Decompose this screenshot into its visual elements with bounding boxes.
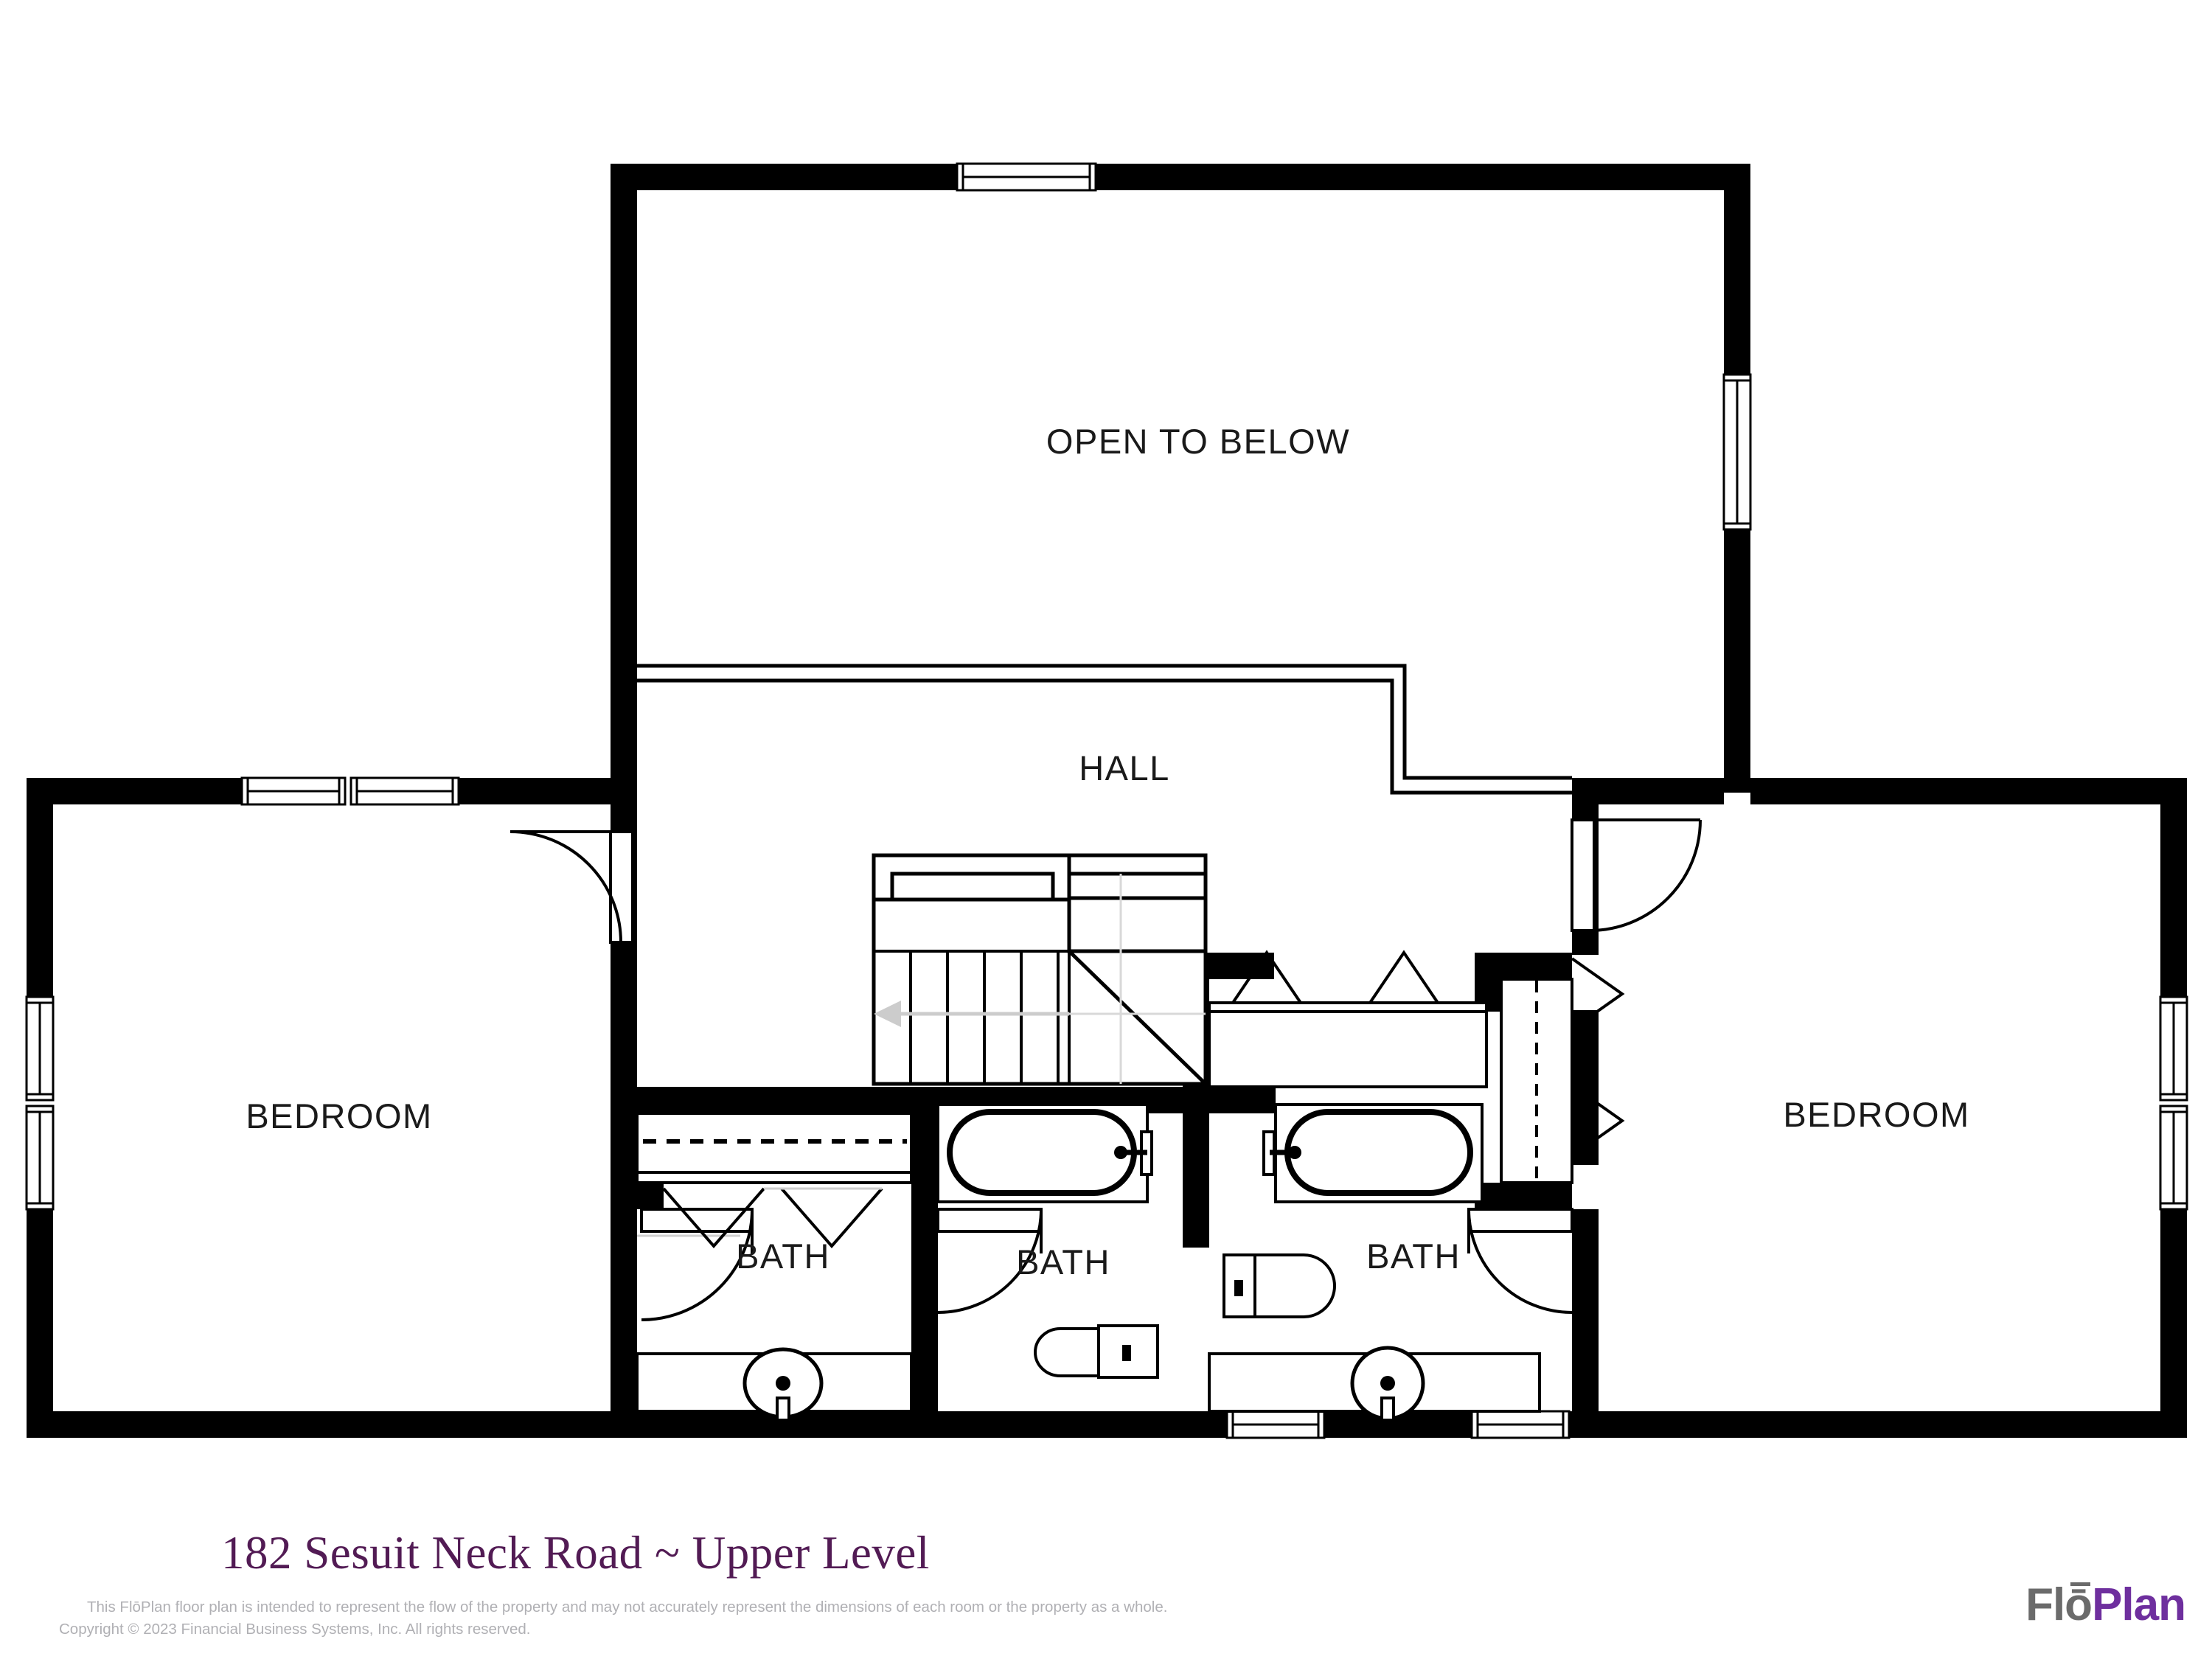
bathtubs bbox=[936, 1103, 1484, 1203]
window-left-west-b bbox=[25, 1105, 55, 1211]
toilets bbox=[1034, 1253, 1336, 1379]
toilet-middle bbox=[1034, 1324, 1159, 1379]
window-left-west-a bbox=[25, 995, 55, 1102]
toilet-right bbox=[1222, 1253, 1336, 1318]
window-bottom-b bbox=[1470, 1410, 1571, 1439]
staircase bbox=[872, 853, 1208, 1086]
sink-bath-right bbox=[1208, 1346, 1541, 1422]
title-block: 182 Sesuit Neck Road ~ Upper Level bbox=[221, 1530, 1401, 1576]
sink-bath-left bbox=[636, 1347, 913, 1422]
window-right-east-b bbox=[2159, 1105, 2188, 1211]
window-left-top-b bbox=[349, 776, 460, 806]
bathtub-right bbox=[1262, 1103, 1484, 1203]
label-open-to-below: OPEN TO BELOW bbox=[1046, 422, 1350, 461]
logo-flo-text: Flō bbox=[2025, 1579, 2093, 1630]
doors bbox=[509, 818, 1702, 1321]
window-right-east-a bbox=[2159, 995, 2188, 1102]
closets bbox=[636, 978, 1573, 1184]
logo-macron bbox=[2070, 1582, 2091, 1586]
door-bath-right bbox=[1467, 1208, 1573, 1314]
label-bedroom-left: BEDROOM bbox=[246, 1096, 432, 1135]
disclaimer: This FlōPlan floor plan is intended to r… bbox=[59, 1596, 1534, 1640]
disclaimer-line-1: This FlōPlan floor plan is intended to r… bbox=[87, 1599, 1168, 1615]
bathtub-middle bbox=[936, 1103, 1153, 1203]
closet-linen bbox=[1208, 1001, 1488, 1088]
sinks bbox=[636, 1346, 1541, 1422]
label-bedroom-right: BEDROOM bbox=[1783, 1095, 1969, 1134]
window-left-top-a bbox=[240, 776, 347, 806]
window-bottom-a bbox=[1225, 1410, 1326, 1439]
door-bath-left bbox=[640, 1208, 754, 1321]
door-bedroom-left bbox=[509, 830, 634, 944]
closet-bath-left bbox=[636, 1112, 913, 1184]
page-title: 182 Sesuit Neck Road ~ Upper Level bbox=[221, 1527, 930, 1579]
label-bath-right: BATH bbox=[1366, 1237, 1461, 1276]
exterior-walls bbox=[27, 164, 2187, 1438]
label-bath-left: BATH bbox=[736, 1237, 830, 1276]
disclaimer-line-2: Copyright © 2023 Financial Business Syst… bbox=[59, 1620, 531, 1638]
bifold-bath-left bbox=[637, 1187, 883, 1249]
window-open-right bbox=[1722, 373, 1752, 531]
window-top bbox=[956, 162, 1097, 192]
windows bbox=[25, 162, 2188, 1439]
door-bedroom-right bbox=[1571, 818, 1702, 932]
logo-plan-text: Plan bbox=[2092, 1579, 2186, 1630]
label-hall: HALL bbox=[1079, 748, 1170, 787]
interior-partition-lines bbox=[637, 664, 1572, 795]
label-bath-middle: BATH bbox=[1016, 1242, 1110, 1281]
room-labels: OPEN TO BELOW HALL BEDROOM BEDROOM BATH … bbox=[246, 422, 1969, 1281]
closet-right-bedroom bbox=[1500, 978, 1573, 1184]
door-bath-middle bbox=[936, 1208, 1043, 1314]
